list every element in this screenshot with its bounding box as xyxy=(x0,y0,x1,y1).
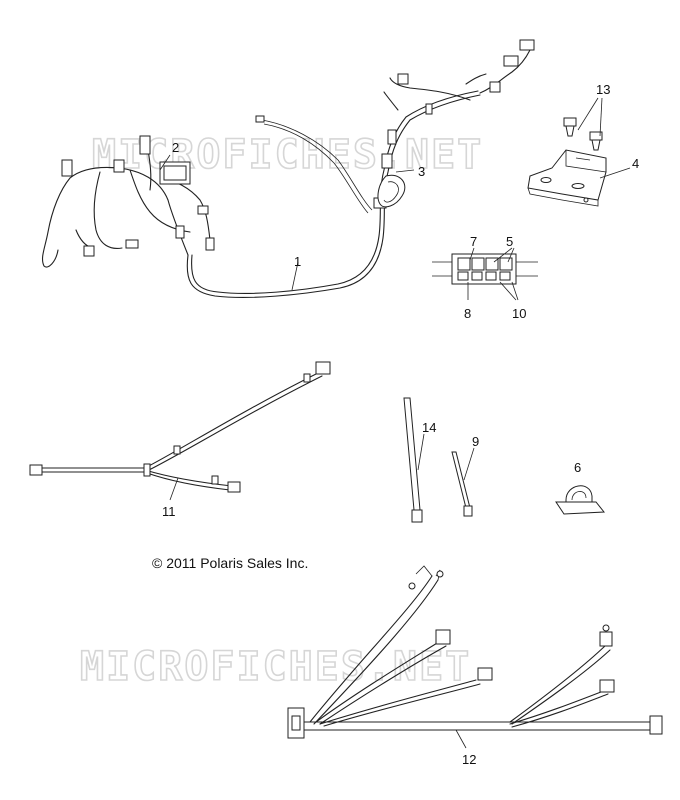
callout-13: 13 xyxy=(596,82,610,97)
harness-part-12 xyxy=(287,565,663,739)
fuse-box xyxy=(432,253,538,285)
callout-labels: 1 2 3 4 5 6 7 8 9 10 11 12 13 14 xyxy=(162,82,639,767)
callout-14: 14 xyxy=(422,420,436,435)
fasteners-part-13 xyxy=(563,117,603,151)
callout-5: 5 xyxy=(506,234,513,249)
callout-9: 9 xyxy=(472,434,479,449)
leader-lines xyxy=(159,97,631,749)
cable-tie-9-icon xyxy=(451,451,471,509)
watermark-top: MICROFICHES.NET xyxy=(92,132,483,178)
clip-part-6 xyxy=(555,485,606,515)
callout-2: 2 xyxy=(172,140,179,155)
callout-8: 8 xyxy=(464,306,471,321)
callout-12: 12 xyxy=(462,752,476,767)
callout-10: 10 xyxy=(512,306,526,321)
cable-ties xyxy=(403,397,473,523)
callout-6: 6 xyxy=(574,460,581,475)
bracket-part-4 xyxy=(527,149,607,207)
copyright-notice: © 2011 Polaris Sales Inc. xyxy=(152,555,309,571)
connector-icon xyxy=(139,135,151,155)
main-harness xyxy=(41,39,535,298)
callout-1: 1 xyxy=(294,254,301,269)
watermark-bottom: MICROFICHES.NET xyxy=(80,644,471,690)
callout-7: 7 xyxy=(470,234,477,249)
cable-tie-14-icon xyxy=(403,397,421,511)
callout-11: 11 xyxy=(162,504,176,519)
callout-3: 3 xyxy=(418,164,425,179)
grommet-icon xyxy=(377,174,406,208)
callout-4: 4 xyxy=(632,156,639,171)
harness-part-11 xyxy=(29,361,331,493)
